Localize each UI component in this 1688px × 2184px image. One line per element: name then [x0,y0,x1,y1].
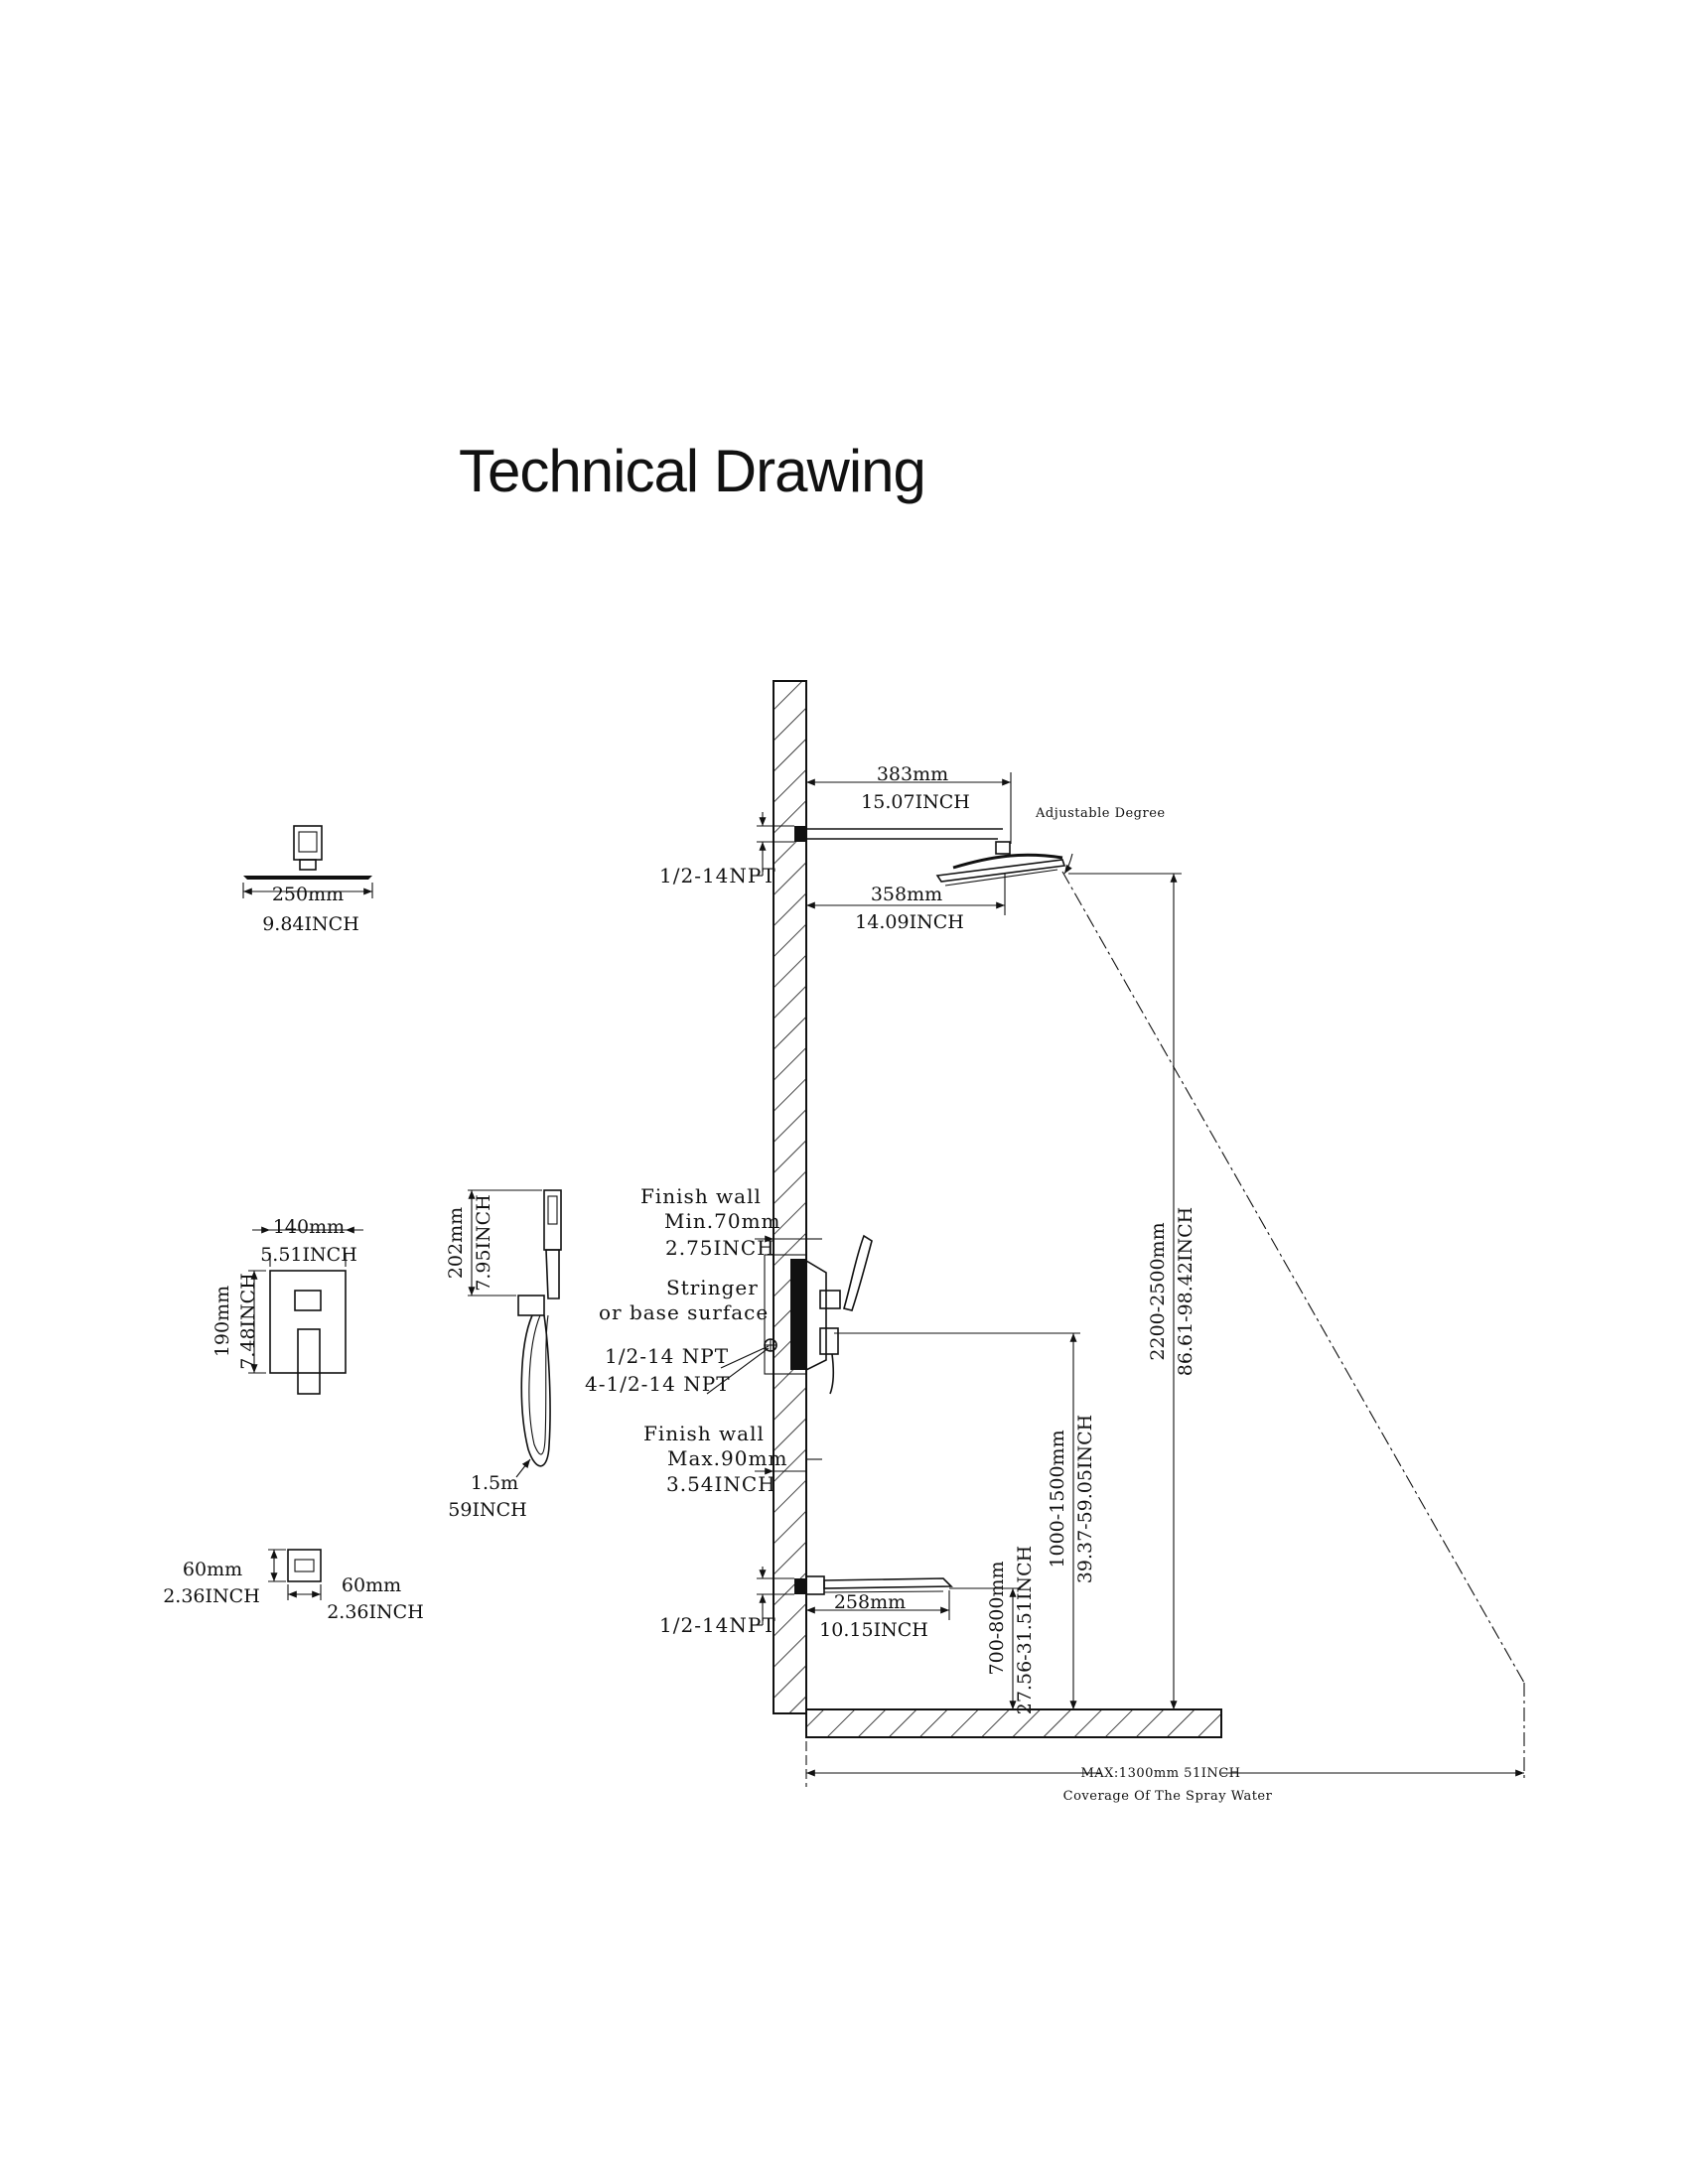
valve-height-mm: 190mm [211,1286,233,1357]
arm-length-inch: 15.07INCH [861,791,970,813]
valve-height-inch: 7.48INCH [237,1273,259,1370]
wall-elbow-view: 60mm 2.36INCH 60mm 2.36INCH [163,1549,424,1623]
hose-length-inch: 59INCH [448,1499,526,1521]
adjustable-degree-label: Adjustable Degree [1035,806,1166,821]
arm-length-mm: 383mm [877,763,948,785]
hand-shower-height-mm: 202mm [445,1207,467,1279]
hand-shower-view: 202mm 7.95INCH 1.5m 59INCH [445,1189,562,1521]
shower-head-view: 250mm 9.84INCH [242,825,373,935]
finish-wall-min-inch: 2.75INCH [665,1236,775,1260]
finish-wall-max-label: Finish wall [643,1422,765,1445]
elbow-width-inch: 2.36INCH [327,1601,424,1623]
base-surface-label: or base surface [599,1300,769,1324]
valve-trim-view: 140mm 5.51INCH 190mm 7.48INCH [211,1216,363,1395]
spout-length-inch: 10.15INCH [819,1619,928,1641]
stringer-label: Stringer [666,1276,759,1299]
spray-coverage: MAX:1300mm 51INCH Coverage Of The Spray … [805,871,1525,1804]
top-thread-label: 1/2-14NPT [659,864,776,887]
wall [773,680,807,1714]
shower-arm-side: Adjustable Degree 383mm 15.07INCH 358mm … [659,763,1166,933]
spout-height-range-inch: 27.56-31.51INCH [1014,1546,1036,1714]
coverage-label: Coverage Of The Spray Water [1063,1789,1273,1804]
height-dimensions: 2200-2500mm 86.61-98.42INCH 1000-1500mm … [834,873,1196,1714]
head-offset-inch: 14.09INCH [855,911,964,933]
spout-length-mm: 258mm [834,1591,906,1613]
shower-head-width-inch: 9.84INCH [262,913,359,935]
finish-wall-max-inch: 3.54INCH [666,1472,776,1496]
valve-height-range-mm: 1000-1500mm [1047,1430,1068,1568]
shower-head-width-mm: 250mm [272,884,344,905]
finish-wall-min-label: Finish wall [640,1184,762,1208]
page-title: Technical Drawing [459,438,926,504]
elbow-height-inch: 2.36INCH [163,1585,260,1607]
head-height-inch: 86.61-98.42INCH [1175,1207,1196,1376]
valve-ports-thread-label: 4-1/2-14 NPT [585,1372,731,1396]
valve-width-mm: 140mm [273,1216,345,1238]
finish-wall-min-mm: Min.70mm [664,1209,781,1233]
valve-width-inch: 5.51INCH [260,1244,357,1266]
valve-side: Finish wall Min.70mm 2.75INCH Stringer o… [585,1184,873,1496]
valve-inlet-thread-label: 1/2-14 NPT [605,1344,729,1368]
elbow-height-mm: 60mm [183,1559,242,1580]
hand-shower-height-inch: 7.95INCH [473,1194,494,1292]
head-height-mm: 2200-2500mm [1147,1222,1169,1360]
spout-height-range-mm: 700-800mm [986,1562,1008,1676]
bottom-thread-label: 1/2-14NPT [659,1613,776,1637]
valve-height-range-inch: 39.37-59.05INCH [1074,1415,1096,1583]
tub-spout-side: 1/2-14NPT 258mm 10.15INCH [659,1567,953,1641]
floor [805,1708,1222,1738]
head-offset-mm: 358mm [871,884,942,905]
hose-length-m: 1.5m [471,1472,518,1494]
finish-wall-max-mm: Max.90mm [667,1446,787,1470]
elbow-width-mm: 60mm [342,1574,401,1596]
coverage-max-label: MAX:1300mm 51INCH [1080,1766,1240,1781]
